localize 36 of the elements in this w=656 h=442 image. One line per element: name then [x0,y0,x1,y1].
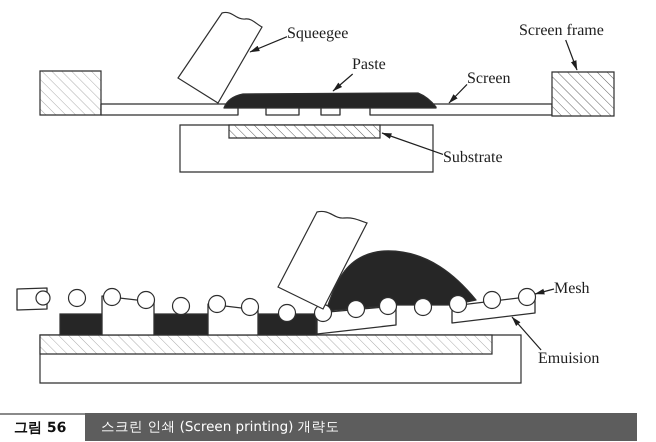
mesh-wire [448,294,468,314]
mesh-wire [482,290,502,310]
leader-arrow [565,40,578,70]
part-label: Emuision [538,350,600,368]
mesh-wire [240,298,260,316]
substrate [228,124,381,139]
substrate [39,334,493,355]
leader-arrow [512,316,542,350]
part-label: Screen frame [519,22,604,40]
screen-frame [39,70,102,116]
mesh-wire [278,304,296,322]
mesh-wire [208,294,226,314]
leader-arrow [250,36,288,53]
paste-mound [325,250,477,312]
mesh-wire [68,288,86,308]
mesh-wire [378,296,398,316]
paste-layer [223,92,437,109]
mesh-wire [172,296,190,316]
leader-arrow [332,74,354,92]
mesh-wire [414,298,432,316]
figure-caption: 스크린 인쇄 (Screen printing) 개략도 [85,413,637,441]
mesh-wire [35,290,51,306]
screen-frame [551,71,615,117]
leader-arrow [534,288,554,295]
mesh-wire [346,300,366,318]
mesh-wire [518,288,536,306]
part-label: Screen [467,70,511,88]
squeegee [177,12,263,104]
part-label: Paste [352,56,386,74]
part-label: Substrate [443,149,503,167]
leader-arrow [448,84,468,104]
part-label: Squeegee [287,25,348,43]
mesh-wire [136,290,156,310]
part-label: Mesh [554,280,590,298]
leader-arrow [382,132,444,155]
mesh-wire [102,288,122,306]
